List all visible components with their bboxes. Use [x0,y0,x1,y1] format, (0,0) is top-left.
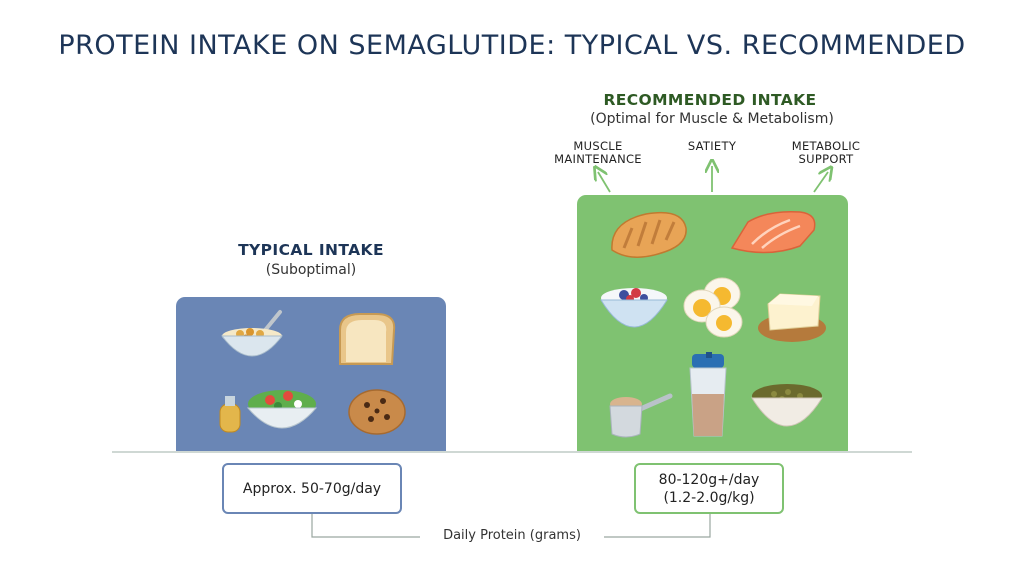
recommended-value-line2: (1.2-2.0g/kg) [663,489,755,506]
x-axis-label: Daily Protein (grams) [420,528,604,543]
recommended-value-line1: 80-120g+/day [658,471,760,488]
lentils-bowl-icon [751,384,823,427]
cereal-bowl-icon [220,310,284,357]
typical-value-box: Approx. 50-70g/day [222,463,402,514]
yogurt-berries-icon [600,288,668,328]
tofu-icon [758,293,826,342]
cookie-icon [348,389,406,435]
salad-bowl-icon [219,390,318,433]
axis-bracket-right [604,514,711,538]
arrow-metabolic-support [813,172,828,193]
benefit-satiety: SATIETY [687,139,737,153]
benefit-metabolic-support: METABOLIC SUPPORT [791,139,861,166]
typical-value-label: Approx. 50-70g/day [242,480,382,497]
typical-intake-label: TYPICAL INTAKE [238,241,384,259]
arrow-muscle-maintenance [598,172,611,193]
chicken-breast-icon [611,211,687,258]
protein-powder-scoop-icon [609,393,673,438]
bread-icon [339,313,396,365]
benefit-muscle-maintenance: MUSCLE MAINTENANCE [554,139,642,166]
protein-shake-icon [689,352,727,437]
chart-title: PROTEIN INTAKE ON SEMAGLUTIDE: TYPICAL V… [58,30,966,61]
salmon-icon [730,210,816,254]
recommended-value-box: 80-120g+/day (1.2-2.0g/kg) [634,463,784,514]
recommended-intake-label: RECOMMENDED INTAKE [603,91,817,109]
typical-intake-subtitle: (Suboptimal) [265,262,357,278]
axis-bracket [311,514,420,538]
boiled-eggs-icon [683,277,743,338]
x-axis-baseline [112,451,912,453]
recommended-intake-subtitle: (Optimal for Muscle & Metabolism) [590,111,834,127]
